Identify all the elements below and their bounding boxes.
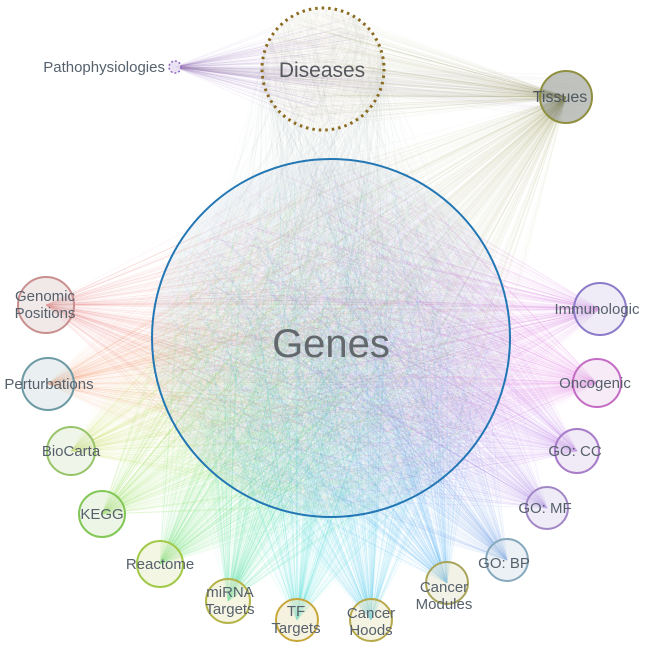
node-label-reactome: Reactome (126, 556, 194, 573)
node-label-perturbations: Perturbations (4, 376, 93, 393)
node-oncogenic[interactable] (572, 358, 622, 408)
edge-fan-immunologic-genes (167, 168, 601, 502)
node-reactome[interactable] (136, 540, 184, 588)
edge-fan-tissues-diseases (263, 10, 567, 126)
edge-fan-go_cc-genes (166, 167, 578, 504)
node-immunologic[interactable] (573, 282, 627, 336)
node-go_bp[interactable] (485, 538, 529, 582)
edge-fan-pathophysiologies-diseases (174, 17, 378, 126)
node-cancer_modules[interactable] (425, 561, 469, 605)
node-label-diseases: Diseases (279, 59, 365, 82)
node-go_cc[interactable] (554, 428, 600, 474)
node-genomic_positions[interactable] (17, 276, 75, 334)
node-diseases[interactable] (260, 6, 386, 132)
node-kegg[interactable] (78, 490, 126, 538)
node-label-immunologic: Immunologic (554, 301, 640, 318)
edge-fan-oncogenic-genes (160, 167, 598, 510)
edge-fan-diseases-genes (160, 7, 505, 506)
node-label-pathophysiologies: Pathophysiologies (43, 59, 165, 76)
node-label-genes: Genes (272, 322, 390, 366)
node-go_mf[interactable] (525, 486, 569, 530)
edge-fan-pathophysiologies-tissues (174, 66, 589, 119)
node-label-go_mf: GO: MF (518, 500, 571, 517)
node-tf_targets[interactable] (275, 598, 319, 642)
edge-fan-kegg-genes (101, 171, 501, 515)
node-mirna_targets[interactable] (205, 578, 251, 624)
label-layer: Genes Diseases PathophysiologiesTissuesGen… (4, 59, 640, 639)
edge-fan-go_bp-genes (159, 173, 508, 561)
edge-fan-cancer_hoods-genes (171, 180, 501, 621)
node-pathophysiologies[interactable] (168, 60, 182, 74)
node-label-tissues: Tissues (533, 89, 588, 106)
edge-fan-reactome-genes (159, 167, 500, 565)
node-label-biocarta: BioCarta (42, 443, 101, 460)
edge-fan-go_mf-genes (168, 168, 548, 509)
node-label-kegg: KEGG (80, 506, 123, 523)
node-perturbations[interactable] (21, 357, 75, 411)
node-genes[interactable] (151, 158, 511, 518)
node-label-oncogenic: Oncogenic (559, 375, 631, 392)
node-layer (17, 6, 627, 642)
node-tissues[interactable] (539, 70, 593, 124)
node-biocarta[interactable] (46, 426, 96, 476)
node-cancer_hoods[interactable] (349, 598, 393, 642)
node-label-go_bp: GO: BP (478, 555, 530, 572)
edge-fan-biocarta-genes (70, 168, 504, 509)
node-label-go_cc: GO: CC (548, 443, 602, 460)
edge-fan-mirna_targets-genes (168, 168, 489, 602)
